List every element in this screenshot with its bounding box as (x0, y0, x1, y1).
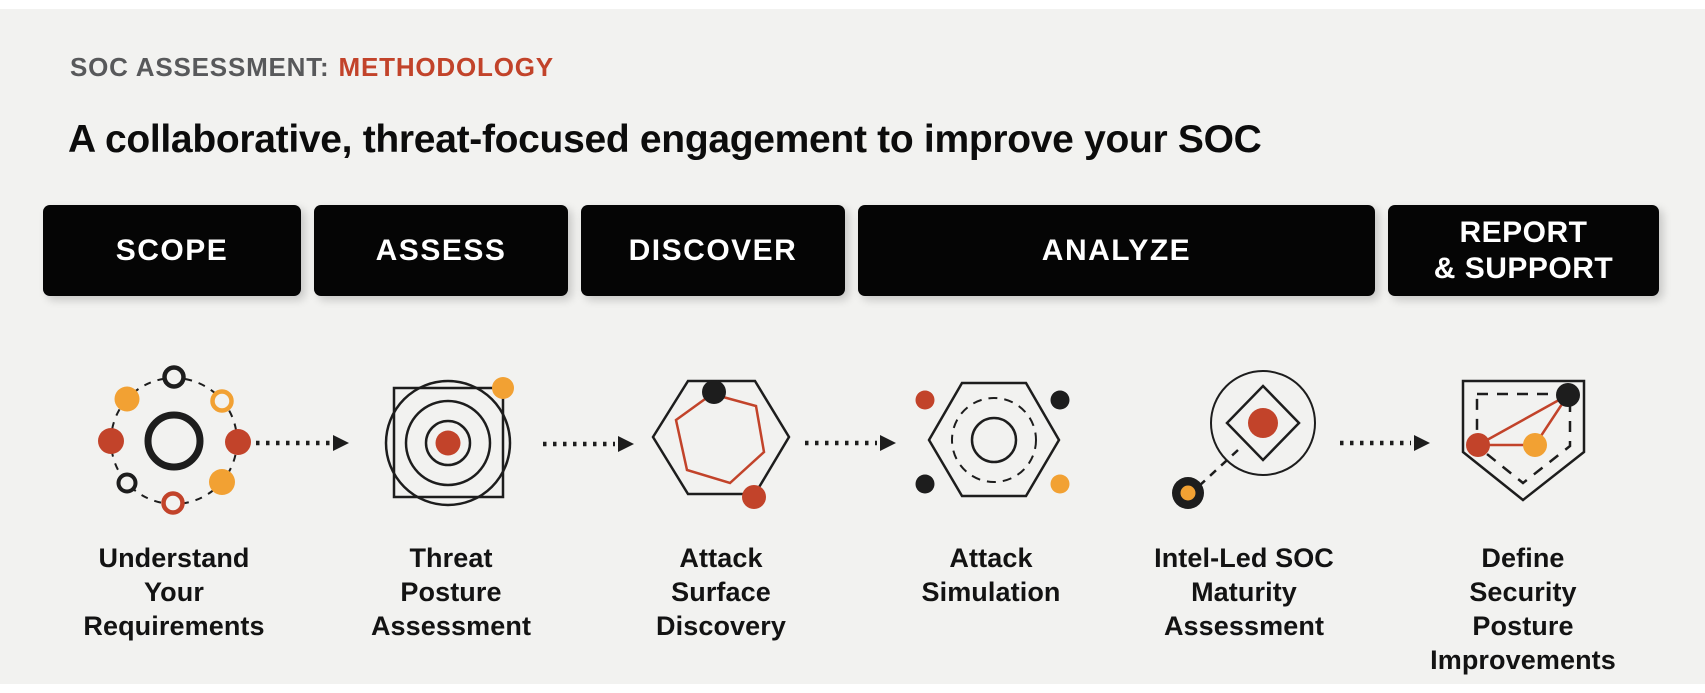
phase-bar-analyze: ANALYZE (858, 205, 1375, 296)
orbit-node-hollow-red-bottom (161, 491, 185, 515)
hexagon-black-node (702, 380, 726, 404)
orbit-node-red-left (98, 428, 124, 454)
page-title: A collaborative, threat-focused engageme… (68, 118, 1262, 161)
orbit-node-orange-upper-left (114, 386, 140, 412)
background-band (0, 9, 1705, 684)
sim-black-dot-bottom-left (915, 474, 935, 494)
orbit-node-hollow-black-top (162, 365, 186, 389)
soc-maturity-lens-icon (1172, 370, 1316, 509)
flow-arrow-3 (805, 435, 896, 451)
security-posture-shield-icon (1461, 379, 1586, 502)
phase-bar-scope: SCOPE (43, 205, 301, 296)
step-caption-attack-simulation: Attack Simulation (921, 543, 1061, 607)
eyebrow-highlight: METHODOLOGY (338, 52, 554, 82)
phase-bar-assess: ASSESS (314, 205, 568, 296)
step-caption-posture-improvements: Define Security Posture Improvements (1430, 543, 1616, 675)
step-caption-understand-requirements: Understand Your Requirements (83, 543, 265, 641)
section-eyebrow: SOC ASSESSMENT: METHODOLOGY (70, 52, 554, 83)
requirements-orbit-icon (98, 365, 251, 515)
phase-bar-report-support: REPORT & SUPPORT (1388, 205, 1659, 296)
attack-simulation-hexagon-icon (915, 381, 1070, 498)
phase-bar-discover: DISCOVER (581, 205, 845, 296)
orbit-node-hollow-black-lower-left (116, 472, 138, 494)
phase-bar-row: SCOPE ASSESS DISCOVER ANALYZE REPORT & S… (43, 205, 1659, 296)
step-caption-attack-surface: Attack Surface Discovery (656, 543, 786, 641)
shield-black-node (1556, 383, 1580, 407)
lens-center-red-dot (1248, 408, 1278, 438)
sim-red-dot-top-left (915, 390, 935, 410)
hexagon-red-node (742, 485, 766, 509)
lens-handle-orange-dot (1180, 485, 1196, 501)
attack-surface-hexagon-icon (651, 379, 791, 509)
orbit-node-orange-lower-right (209, 469, 235, 495)
process-icons-row (98, 365, 1586, 515)
target-center-red-dot (435, 430, 461, 456)
flow-arrow-1 (256, 435, 349, 451)
sim-orange-dot-bottom-right (1050, 474, 1070, 494)
orbit-node-red-right (225, 429, 251, 455)
sim-black-dot-top-right (1050, 390, 1070, 410)
flow-arrow-4 (1340, 435, 1430, 451)
threat-posture-target-icon (384, 377, 514, 507)
step-caption-threat-posture: Threat Posture Assessment (370, 543, 532, 641)
eyebrow-label: SOC ASSESSMENT: (70, 52, 330, 82)
orbit-node-hollow-orange (210, 389, 234, 413)
step-caption-soc-maturity: Intel-Led SOC Maturity Assessment (1154, 543, 1334, 641)
flow-arrow-2 (543, 436, 634, 452)
shield-orange-node (1523, 433, 1547, 457)
shield-red-node (1466, 433, 1490, 457)
target-corner-orange-dot (492, 377, 514, 399)
